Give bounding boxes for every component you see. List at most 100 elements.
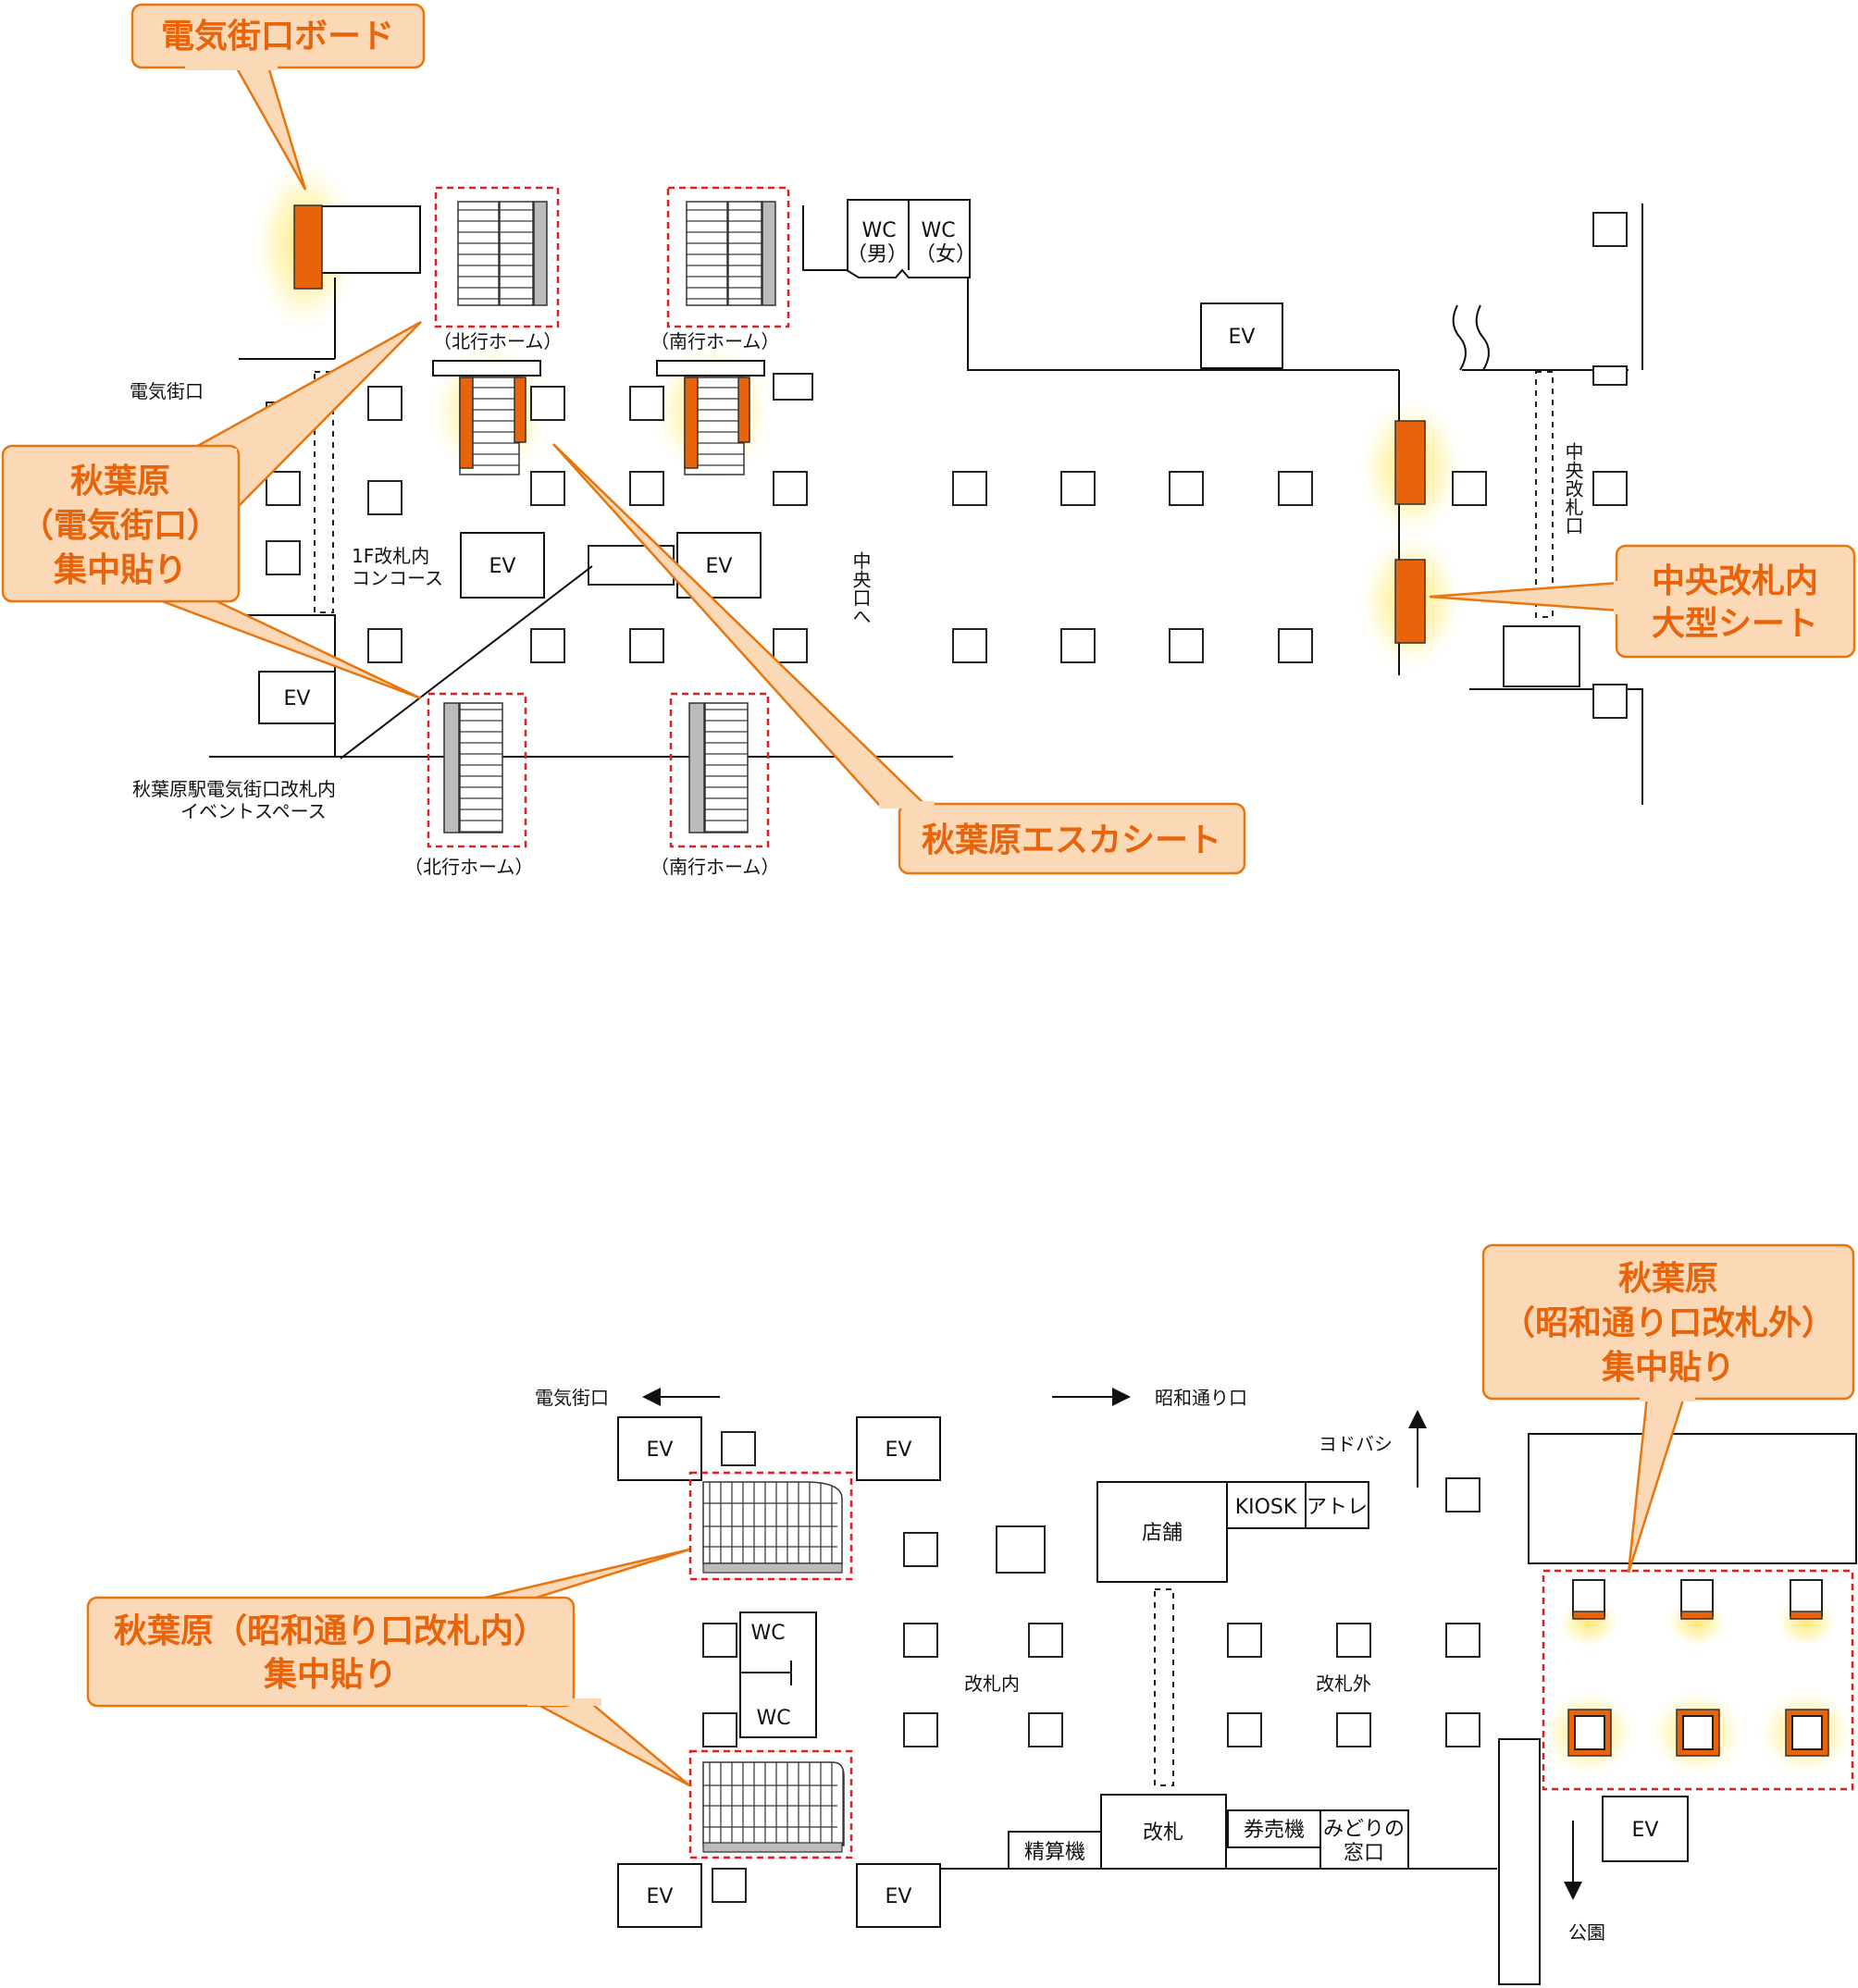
fare-adjust: [1008, 1831, 1102, 1870]
callout-line-3: 集中貼り: [53, 551, 187, 589]
elevator-label: EV: [1229, 326, 1256, 349]
callout-denki-board-text: 電気街口ボード: [161, 18, 394, 56]
stairs-north-lower: [427, 692, 527, 848]
elevator: [617, 1863, 702, 1928]
event-space-label-2: イベントスペース: [180, 800, 327, 822]
to-denki-gai-label: 電気街口: [535, 1387, 609, 1409]
bottom-map: 電気街口 昭和通り口 ヨドバシ 公園 EV EV EV EV EV: [535, 1387, 1857, 1985]
elevator-label: EV: [886, 1885, 912, 1908]
elevator-label: EV: [886, 1439, 912, 1462]
midori-label-2: 窓口: [1344, 1842, 1384, 1865]
elevator: [1602, 1796, 1689, 1862]
callout-showa-outside: 秋葉原 （昭和通り口改札外） 集中貼り: [1481, 1243, 1855, 1574]
ticket-machine: [1227, 1809, 1321, 1848]
kiosk-label: KIOSK: [1235, 1496, 1297, 1519]
wc-divider: [740, 1628, 817, 1685]
south-platform-label: （南行ホーム）: [650, 330, 779, 352]
elevator-label: EV: [647, 1439, 674, 1462]
elevator: [856, 1416, 941, 1481]
ticket-gate-label: 改札: [1143, 1821, 1183, 1845]
shop-label: 店舗: [1142, 1522, 1183, 1545]
callout-line-1: 秋葉原: [1618, 1260, 1718, 1298]
wc-block: [802, 199, 971, 278]
fare-adjust-label: 精算機: [1024, 1841, 1085, 1864]
to-showa-dori-label: 昭和通り口: [1155, 1387, 1247, 1409]
escalator-south: [656, 360, 765, 475]
park-label: 公園: [1568, 1921, 1605, 1944]
gate-line-denki: [314, 371, 334, 613]
outside-gate-label: 改札外: [1316, 1673, 1371, 1695]
callout-denki-board: 電気街口ボード: [130, 3, 426, 191]
shop: [1096, 1481, 1228, 1583]
escalator-north: [432, 360, 541, 475]
event-space-leader: [340, 565, 593, 759]
wall: [1469, 688, 1643, 805]
elevator-label: EV: [647, 1885, 674, 1908]
atre-label: アトレ: [1307, 1496, 1368, 1519]
elevator: [1200, 303, 1283, 369]
break-mark: [1452, 304, 1490, 371]
pillars-bottom: [702, 1431, 1480, 1903]
shop-box: [319, 205, 421, 274]
elevator: [856, 1863, 941, 1928]
elevator: [460, 532, 545, 599]
elevator: [617, 1416, 702, 1481]
central-sheet-ad: [1394, 420, 1426, 505]
north-platform-label: （北行ホーム）: [404, 856, 533, 878]
column-block: [1498, 1738, 1541, 1985]
callout-line-2: （昭和通り口改札外）: [1502, 1304, 1835, 1342]
wc-label: WC: [750, 1622, 785, 1645]
callout-line-2: （電気街口）: [20, 507, 220, 545]
wall: [967, 278, 1399, 371]
midori-window: [1319, 1809, 1409, 1870]
callout-esca-sheet-text: 秋葉原エスカシート: [922, 821, 1221, 859]
ticket-machine-label: 券売機: [1244, 1819, 1305, 1842]
central-gate-label: 中央改札口: [1562, 442, 1584, 535]
gate-line-central: [1535, 371, 1554, 618]
elevator-label: EV: [1632, 1819, 1659, 1842]
stairs-upper: [688, 1471, 853, 1581]
callout-showa-inside: 秋葉原（昭和通り口改札内） 集中貼り: [86, 1548, 690, 1787]
callout-line-1: 秋葉原（昭和通り口改札内）: [114, 1612, 547, 1650]
wc-men-label-1: WC: [861, 219, 896, 242]
wc-label: WC: [756, 1707, 790, 1730]
stairs-south-upper: [666, 186, 790, 328]
wc-men-label-2: （男）: [847, 243, 908, 266]
stairs-south-lower: [669, 692, 770, 848]
atre: [1305, 1481, 1369, 1529]
denki-gai-exit-label: 電気街口: [130, 380, 204, 402]
callout-line-1: 中央改札内: [1652, 562, 1818, 600]
wc-women-label-2: （女）: [915, 243, 976, 266]
yodobashi-label: ヨドバシ: [1319, 1433, 1393, 1455]
ticket-gate: [1100, 1794, 1227, 1870]
inside-gate-label: 改札内: [964, 1673, 1020, 1695]
elevator-label: EV: [284, 687, 311, 710]
midori-label-1: みどりの: [1323, 1818, 1405, 1841]
callout-central-large: 中央改札内 大型シート: [1429, 544, 1856, 659]
callout-line-2: 集中貼り: [263, 1656, 397, 1694]
south-platform-label: （南行ホーム）: [650, 856, 779, 878]
stairs-lower: [688, 1749, 853, 1859]
elevator-label: EV: [706, 555, 733, 578]
ad-pillars: [1542, 1569, 1854, 1791]
callout-esca-sheet: 秋葉原エスカシート: [552, 443, 1246, 875]
callout-denki-concentrated: 秋葉原 （電気街口） 集中貼り: [1, 320, 422, 700]
stairs-north-upper: [434, 186, 560, 328]
event-space-label-1: 秋葉原駅電気街口改札内: [132, 778, 336, 800]
callout-line-2: 大型シート: [1652, 605, 1818, 643]
elevator: [258, 671, 336, 724]
concourse-label-2: コンコース: [352, 567, 443, 589]
wc-women-label-1: WC: [921, 219, 955, 242]
callout-line-3: 集中貼り: [1601, 1349, 1735, 1387]
pillars-top: [266, 212, 1628, 719]
to-central-exit-label: 中央口へ: [849, 551, 872, 625]
central-sheet-ad: [1394, 559, 1426, 644]
gate-line: [1154, 1588, 1174, 1786]
callout-line-1: 秋葉原: [70, 463, 170, 500]
denki-board-ad: [293, 204, 323, 290]
elevator-label: EV: [489, 555, 516, 578]
top-map: WC （男） WC （女） EV EV EV EV: [130, 153, 1643, 878]
concourse-label-1: 1F改札内: [352, 545, 429, 567]
north-platform-label: （北行ホーム）: [433, 330, 562, 352]
